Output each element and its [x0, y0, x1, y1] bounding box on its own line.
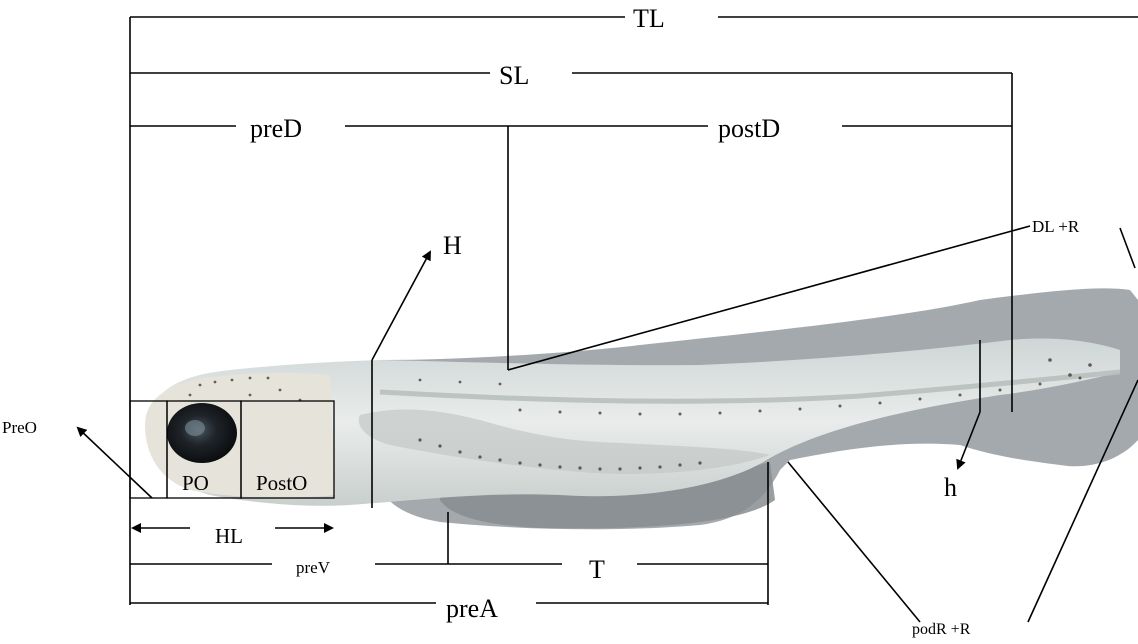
label-podr-r: podR +R — [912, 621, 971, 638]
label-tl: TL — [633, 4, 665, 33]
fin-leader-top — [1120, 228, 1135, 268]
label-preo: PreO — [2, 418, 37, 437]
h-arrow — [372, 252, 430, 360]
eye-highlight — [185, 420, 205, 436]
label-dl-r: DL +R — [1032, 217, 1080, 236]
label-postd: postD — [718, 114, 780, 143]
label-hl: HL — [215, 524, 243, 548]
label-h-peduncle: h — [944, 473, 957, 502]
label-sl: SL — [499, 61, 529, 90]
label-prea: preA — [446, 594, 498, 623]
preo-arrow — [78, 428, 152, 498]
label-t: T — [589, 555, 605, 584]
label-posto: PostO — [256, 471, 307, 495]
label-pred: preD — [250, 114, 302, 143]
label-po: PO — [182, 471, 209, 495]
label-h: H — [443, 231, 462, 260]
podr-leader — [788, 462, 920, 622]
label-prev: preV — [296, 558, 331, 577]
